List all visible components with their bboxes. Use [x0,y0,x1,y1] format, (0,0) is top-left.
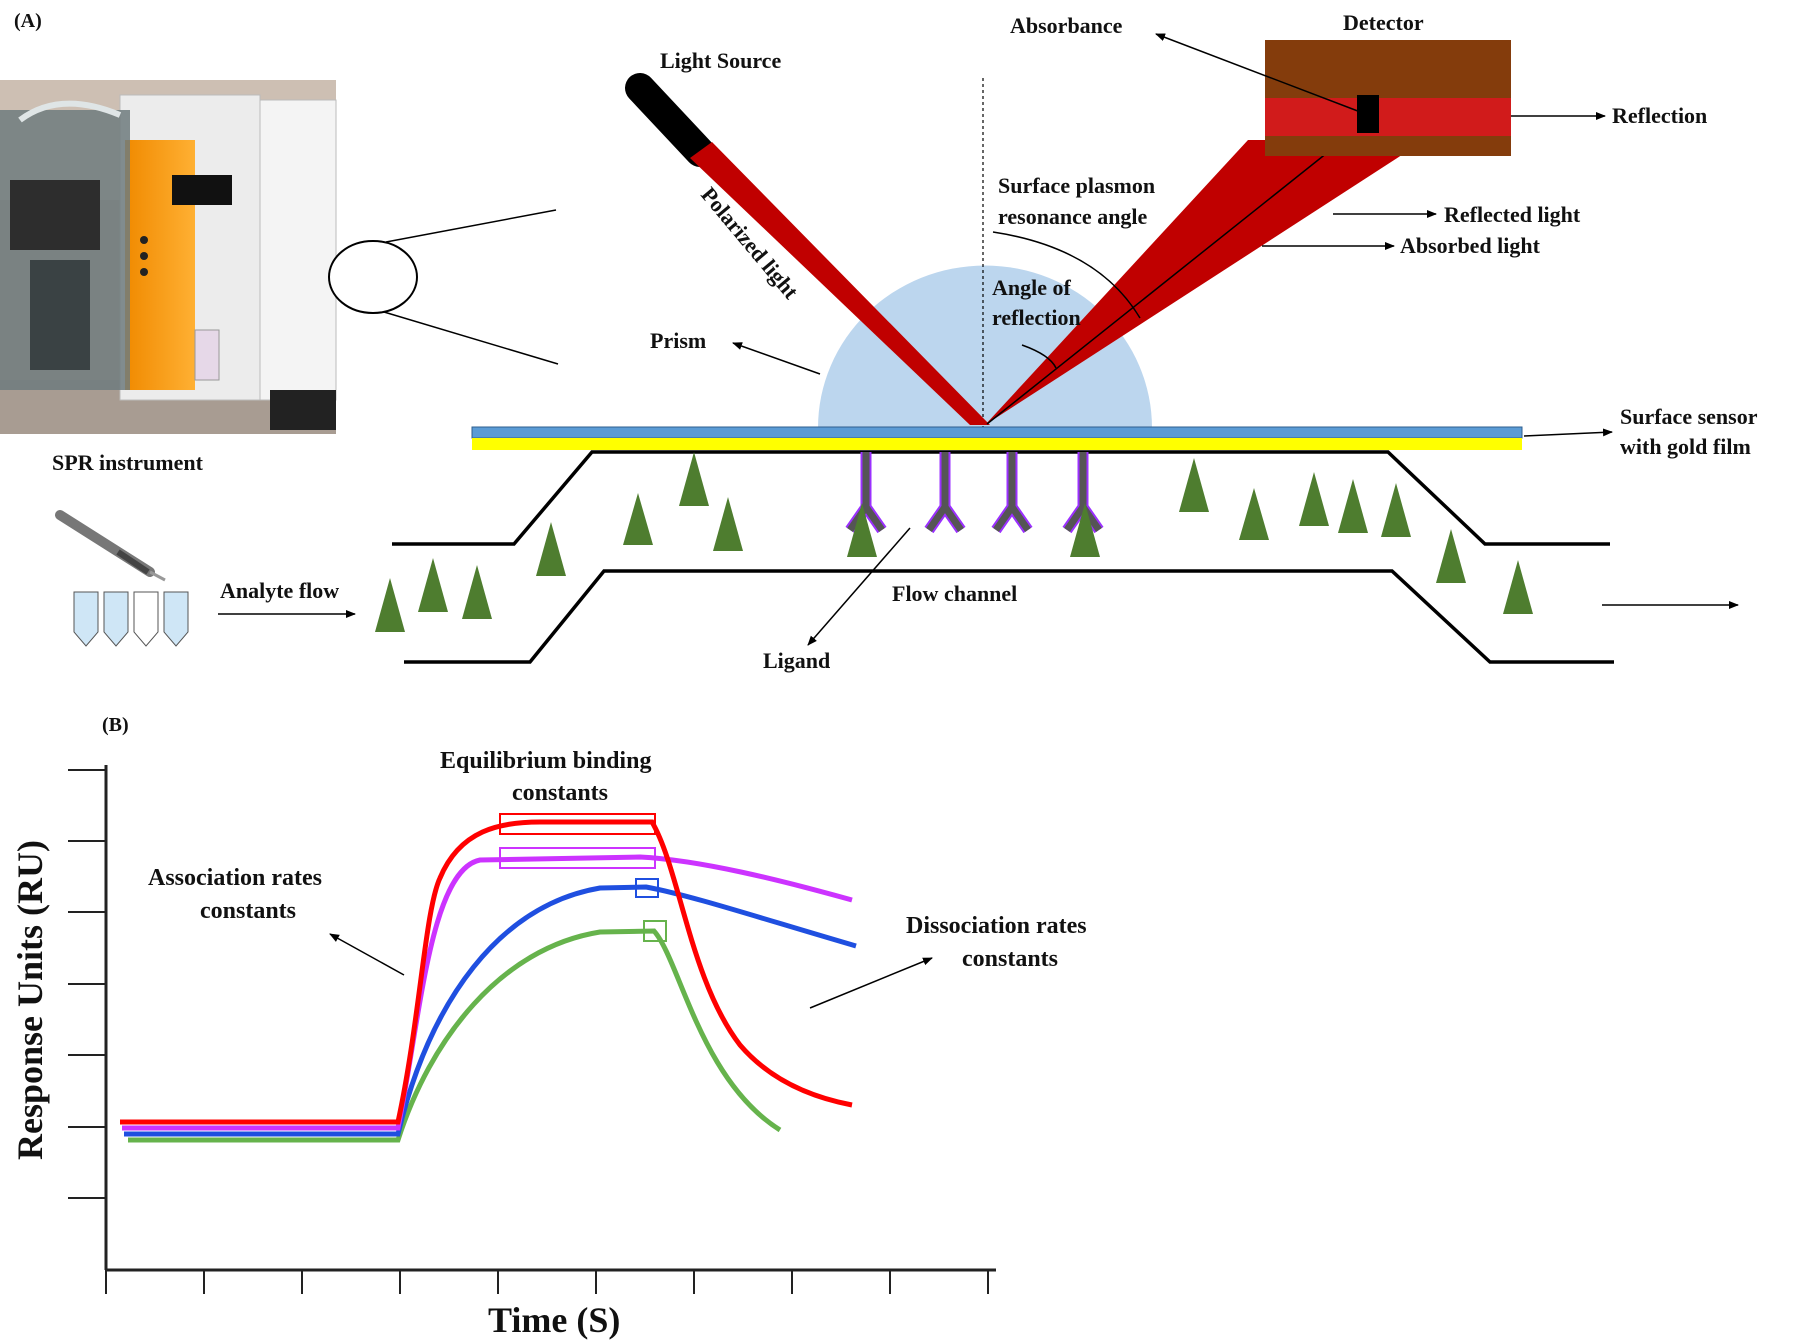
analyte-molecule [1436,529,1466,583]
light-source-icon [625,73,715,167]
analyte-molecule [847,503,877,557]
analyte-molecule [536,522,566,576]
flow-channel-label: Flow channel [892,581,1017,606]
absorbance-arrow [1155,33,1364,114]
spr-angle-label-1: Surface plasmon [998,173,1155,198]
panel-b-tag: (B) [102,714,129,736]
analyte-molecule [1503,560,1533,614]
analyte-molecule [713,497,743,551]
reflection-label: Reflection [1612,103,1707,128]
equilibrium-box-magenta [499,847,656,869]
analyte-molecule [375,578,405,632]
absorbed-line [986,124,1363,425]
analyte-molecule [1239,488,1269,540]
flow-channel-top-wall [392,450,1610,546]
ligand-antibody [924,452,966,534]
y-axis-label: Response Units (RU) [10,840,50,1160]
curve-green [128,928,782,1143]
analyte-molecule [462,565,492,619]
light-source-label: Light Source [660,48,781,73]
curve-red [120,819,853,1125]
dissociation-label-2: constants [962,946,1058,972]
detector-label: Detector [1343,10,1424,35]
curve-blue [124,884,857,1137]
angle-reflection-label-2: reflection [992,305,1081,330]
analyte-molecule [1070,503,1100,557]
reflected-light-label: Reflected light [1444,202,1581,227]
surface-sensor-arrow [1523,428,1613,437]
panel-a-tag: (A) [14,10,42,32]
x-axis-label: Time (S) [488,1300,620,1340]
equilibrium-box-blue [635,878,659,898]
ligands [845,452,1104,534]
reflected-beam [985,140,1425,425]
reflection-angle-arc [1021,344,1057,369]
analyte-molecule [1381,483,1411,537]
spr-angle-label-2: resonance angle [998,204,1148,229]
spr-instrument-illustration [0,80,337,434]
ligand-label: Ligand [763,648,830,673]
dissociation-arrow [809,957,933,1009]
incident-beam [690,142,990,425]
equilibrium-markers [499,813,667,942]
gold-film [472,438,1522,450]
equilibrium-box-red [499,813,656,835]
analyte-molecule [1299,472,1329,526]
equilibrium-label-1: Equilibrium binding [440,748,651,774]
spr-angle-arc [992,231,1141,319]
prism-label: Prism [650,328,706,353]
prism-arrow [732,342,821,375]
analyte-molecule [679,452,709,506]
analyte-molecule [1338,479,1368,533]
flow-channel-bottom-wall [404,569,1614,664]
association-arrow [329,933,405,976]
association-label-1: Association rates [148,865,322,891]
equilibrium-box-green [643,920,667,942]
detector [1265,40,1511,156]
analyte-molecule [1179,458,1209,512]
absorbance-label: Absorbance [1010,13,1123,38]
sensor-layer [471,426,1523,439]
pipette-icon [55,510,166,582]
sensorgram-curves [120,819,857,1143]
analyte-flow-label: Analyte flow [220,578,339,603]
equilibrium-label-2: constants [512,780,608,806]
dissociation-label-1: Dissociation rates [906,913,1087,939]
zoom-indicator [328,209,559,365]
analyte-molecules [375,452,1533,632]
surface-sensor-label-1: Surface sensor [1620,404,1758,429]
angle-reflection-label-1: Angle of [992,275,1072,300]
association-label-2: constants [200,898,296,924]
analyte-molecule [623,493,653,545]
absorbed-light-label: Absorbed light [1400,233,1541,258]
sample-tubes-icon [73,591,189,647]
analyte-molecule [418,558,448,612]
surface-sensor-label-2: with gold film [1620,434,1751,459]
ligand-arrow [807,527,911,646]
ligand-antibody [991,452,1033,534]
spr-instrument-label: SPR instrument [52,450,204,475]
sensorgram-axes [68,765,996,1294]
prism [818,265,1152,428]
